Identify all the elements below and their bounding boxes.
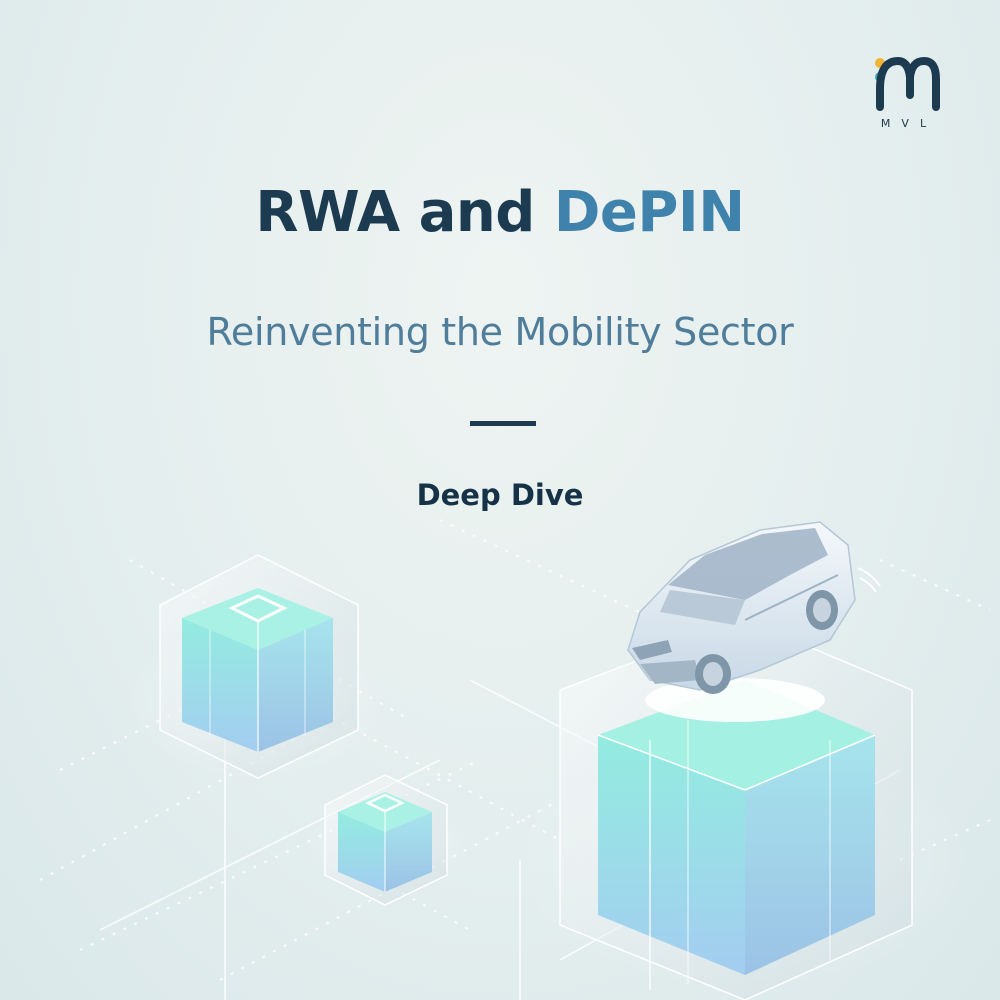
cube-icon	[510, 619, 970, 1000]
title-part-1: RWA and	[255, 180, 535, 245]
cube-icon	[125, 554, 385, 780]
logo-text: MVL	[880, 117, 938, 130]
car-icon	[627, 521, 881, 722]
title-part-2: DePIN	[553, 180, 745, 245]
page-title: RWA and DePIN	[0, 180, 1000, 245]
mvl-logo-icon	[875, 57, 940, 111]
subtitle: Reinventing the Mobility Sector	[206, 310, 794, 354]
divider	[470, 421, 536, 426]
content-tag: Deep Dive	[416, 478, 584, 512]
brand-logo: MVL	[868, 55, 944, 133]
cube-icon	[305, 774, 465, 906]
